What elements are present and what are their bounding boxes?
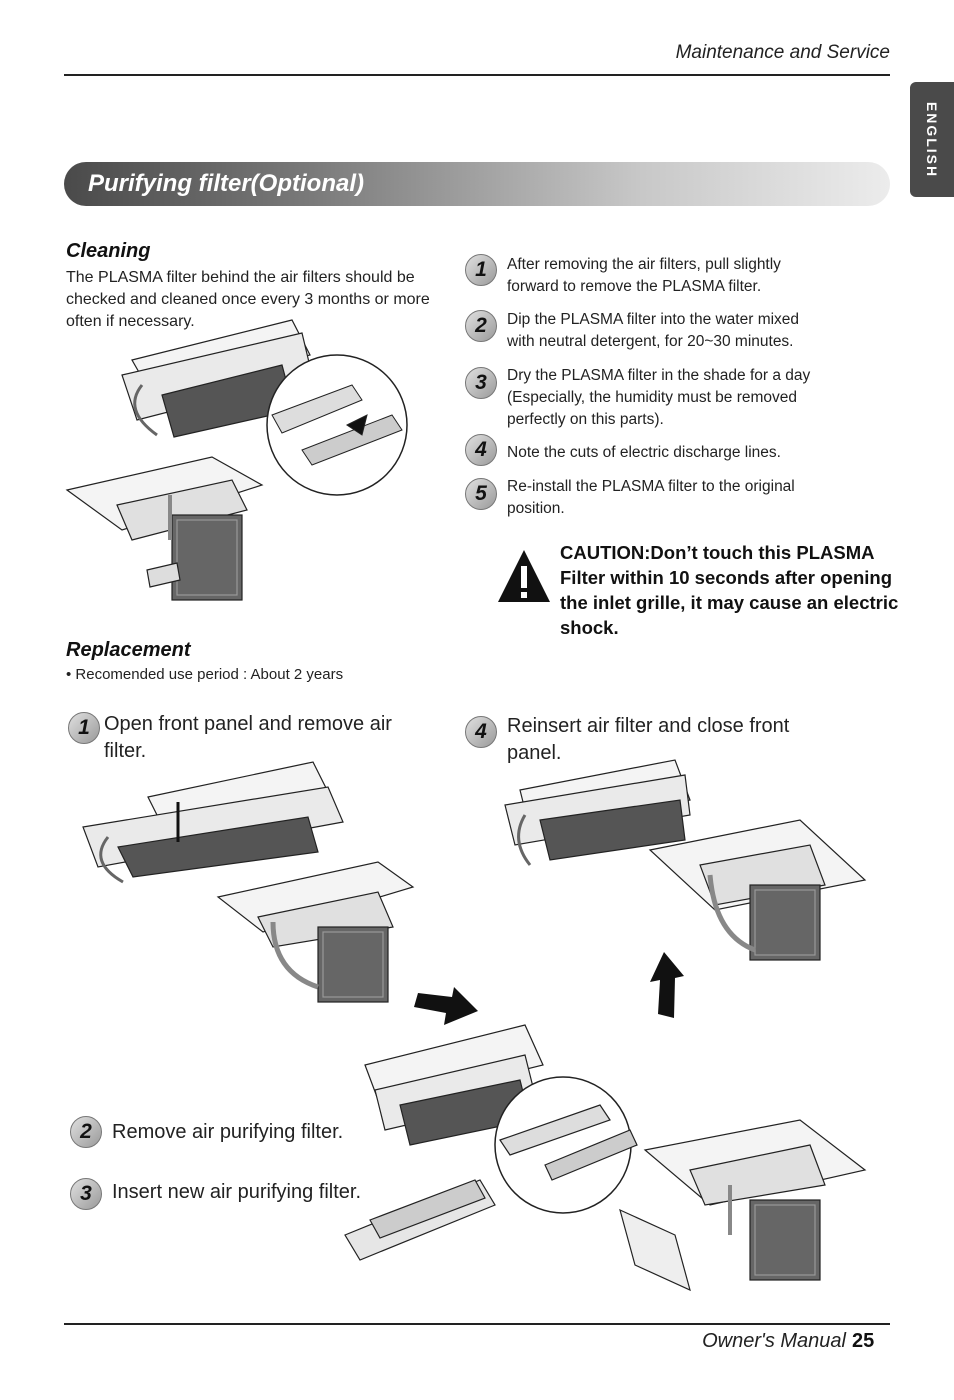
replacement-step-1-illustration (82, 761, 415, 1003)
replacement-step-4-illustration (504, 759, 867, 961)
section-banner-title: Purifying filter(Optional) (88, 170, 364, 197)
section-banner: Purifying filter(Optional) (64, 162, 890, 206)
footer-rule (64, 1323, 890, 1325)
cleaning-step-5-number: 5 (465, 478, 497, 510)
cleaning-description: The PLASMA filter behind the air filters… (66, 269, 430, 330)
cleaning-step-3-number: 3 (465, 367, 497, 399)
footer-label: Owner's Manual (702, 1330, 846, 1352)
replacement-step-1-text: Open front panel and remove air filter. (104, 713, 392, 762)
page-number: 25 (852, 1330, 875, 1352)
language-tab-label: ENGLISH (924, 101, 940, 178)
arrow-down-right-icon (414, 987, 478, 1025)
replacement-step-2-text: Remove air purifying filter. (112, 1121, 344, 1143)
replacement-step-4-number: 4 (465, 716, 497, 748)
cleaning-illustration (65, 319, 408, 601)
replacement-step-4-text: Reinsert air filter and close front pane… (507, 715, 790, 764)
cleaning-step-2-number: 2 (465, 310, 497, 342)
replacement-step-2-number: 2 (70, 1116, 102, 1148)
replacement-step-3-number: 3 (70, 1178, 102, 1210)
header-section-title: Maintenance and Service (675, 42, 890, 63)
cleaning-heading: Cleaning (66, 240, 151, 262)
warning-icon (498, 550, 550, 602)
language-tab: ENGLISH (910, 82, 954, 197)
cleaning-step-3-text: Dry the PLASMA filter in the shade for a… (507, 367, 811, 428)
cleaning-step-2-text: Dip the PLASMA filter into the water mix… (507, 311, 800, 350)
header-rule (64, 74, 890, 76)
cleaning-step-5-text: Re-install the PLASMA filter to the orig… (507, 478, 795, 517)
cleaning-step-1-text: After removing the air filters, pull sli… (507, 256, 781, 295)
cleaning-step-1-number: 1 (465, 254, 497, 286)
arrow-up-icon (650, 952, 684, 1018)
cleaning-step-4-text: Note the cuts of electric discharge line… (507, 444, 781, 461)
replacement-step-2-3-illustration (344, 1024, 867, 1292)
replacement-step-3-text: Insert new air purifying filter. (112, 1181, 361, 1203)
replacement-heading: Replacement (66, 639, 191, 661)
replacement-note: • Recomended use period : About 2 years (66, 666, 344, 683)
replacement-step-1-number: 1 (68, 712, 100, 744)
cleaning-step-4-number: 4 (465, 434, 497, 466)
caution-text: CAUTION:Don’t touch this PLASMA Filter w… (560, 542, 899, 638)
